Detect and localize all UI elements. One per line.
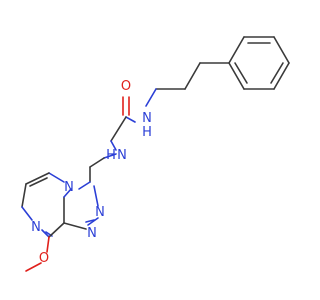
urea-bond	[125, 116, 136, 123]
urea-nh-right-hydrogen: H	[142, 125, 152, 140]
ring-bond	[41, 229, 50, 238]
pyrazine-nitrogen-label: N	[31, 220, 41, 235]
urea-nh-left-hydrogen: H	[106, 148, 116, 163]
ring-bond	[93, 185, 99, 207]
ring-bond	[63, 222, 87, 230]
methoxy-oxygen-label: O	[39, 251, 49, 266]
ring-bond	[48, 172, 65, 183]
phenyl-bond	[273, 62, 290, 90]
ring-bond	[48, 222, 65, 238]
urea-bond	[110, 116, 127, 142]
ring-bond	[78, 181, 91, 190]
phenyl-ring	[228, 36, 290, 90]
ring-bond	[85, 219, 95, 223]
ring-bond	[21, 183, 27, 208]
methylene-bond	[89, 157, 105, 168]
ring-bond	[25, 172, 50, 185]
methoxy-bond	[46, 236, 50, 253]
ring-double-bond	[29, 177, 48, 187]
triazole-lower-nitrogen-label: N	[87, 226, 97, 241]
phenyl-bond	[273, 36, 290, 64]
urea-bond	[103, 153, 117, 159]
phenyl-bond	[228, 36, 245, 64]
bridge-nitrogen-label: N	[64, 180, 74, 195]
fused-ring-system	[21, 166, 99, 272]
chain-bond	[145, 88, 157, 107]
ring-bond	[87, 217, 99, 226]
propyl-chain	[145, 62, 230, 107]
molecule-structure-diagram: O N H N H N N N N O	[21, 36, 290, 272]
phenyl-double-bond	[270, 62, 284, 84]
urea-nh-right-label: N	[142, 111, 152, 126]
chain-bond	[184, 62, 201, 90]
ring-bond	[63, 188, 72, 198]
urea-nh-left-label: N	[117, 148, 127, 163]
methoxy-bond	[25, 262, 42, 272]
carbonyl-oxygen-label: O	[121, 79, 131, 94]
triazole-upper-nitrogen-label: N	[95, 205, 105, 220]
phenyl-bond	[228, 62, 245, 90]
urea-group	[89, 96, 136, 168]
phenyl-double-bond	[234, 62, 248, 84]
ring-bond	[21, 206, 33, 221]
urea-bond	[110, 140, 117, 151]
